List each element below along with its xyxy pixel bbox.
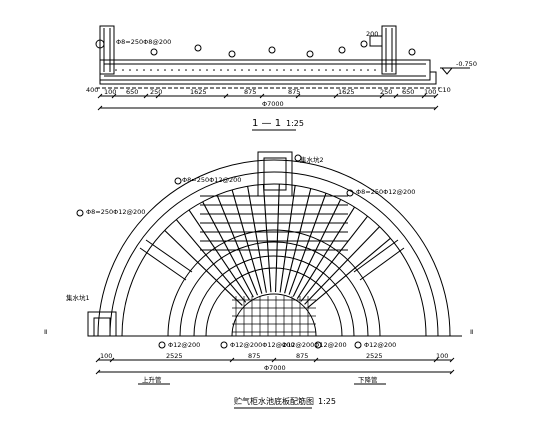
section-rebar-label: Φ8=250Φ8@200 [116, 38, 171, 46]
center-grid [232, 296, 316, 336]
outer-arc [97, 159, 451, 337]
total-dim-text: Φ7000 [262, 100, 284, 108]
callout-circle [306, 50, 314, 58]
callout-circle [408, 48, 416, 56]
callout-circle [194, 44, 202, 52]
callout-circle [360, 40, 368, 48]
bar-label-right: Φ12@200 [364, 341, 396, 349]
section-scale: 1:25 [286, 119, 304, 128]
dim-text: 650 [126, 88, 138, 96]
callout-circle [150, 48, 158, 56]
callout-circle [228, 50, 236, 58]
tag-left: 上升管 [142, 375, 162, 384]
dim-text: 875 [288, 88, 300, 96]
dim-text: 1625 [190, 88, 207, 96]
c10-label: C10 [438, 86, 451, 94]
tag-right: 下降管 [358, 375, 378, 384]
callout-group [95, 39, 416, 58]
dim-text: 250 [150, 88, 162, 96]
left-pit-note: 集水坑1 [66, 293, 90, 302]
plan-dim-text: 875 [248, 352, 260, 360]
dim-200-label: 200 [366, 30, 378, 38]
plan-title: 贮气柜水池底板配筋图 [234, 396, 314, 406]
base-slab [99, 59, 431, 81]
callout-circle [346, 189, 354, 197]
callout-circle [174, 177, 182, 185]
plan-total-dim: Φ7000 [264, 364, 286, 372]
radial-rebars [164, 184, 391, 309]
section-title: 1 — 1 [252, 118, 281, 129]
rebar-label-right: Φ8=250Φ12@200 [356, 188, 415, 196]
left-pit [87, 311, 117, 337]
rebar-label-top: Φ8=250Φ12@200 [182, 176, 241, 184]
section-view: -0.750 C10 200 400 Φ8=250Φ8@200 100 650 … [86, 25, 477, 131]
dim-text: 1625 [338, 88, 355, 96]
slab-hatch [115, 69, 376, 71]
callout-circle [95, 39, 105, 49]
callout-circle [76, 209, 84, 217]
bar-label-left: Φ12@200 [168, 341, 200, 349]
plan-dim-text: 875 [296, 352, 308, 360]
top-pit-note: 集水坑2 [300, 155, 324, 164]
plan-scale: 1:25 [318, 397, 336, 406]
callout-circle [338, 46, 346, 54]
axis-marker-left: Ⅱ [44, 328, 47, 336]
callout-circle [294, 154, 302, 162]
dim-text: 100 [104, 88, 116, 96]
plan-view: 集水坑2 集水坑1 Φ8=250Φ12@200 Φ8=250Φ12@200 Φ8… [44, 151, 473, 409]
dim-text: 875 [244, 88, 256, 96]
plan-dim-text: 100 [436, 352, 448, 360]
plan-dim-text: 2525 [366, 352, 383, 360]
elevation-label: -0.750 [456, 60, 477, 68]
dim-400-label: 400 [86, 86, 98, 94]
left-wall [99, 25, 115, 75]
plan-dim-text: 2525 [166, 352, 183, 360]
dim-text: 100 [424, 88, 436, 96]
right-wall [381, 25, 397, 75]
dim-text: 250 [380, 88, 392, 96]
dim-text: 650 [402, 88, 414, 96]
bar-label-c2: Φ12@200Φ12@200 [282, 341, 347, 349]
axis-marker-right: Ⅱ [470, 328, 473, 336]
plan-dim-text: 100 [100, 352, 112, 360]
rebar-label-left: Φ8=250Φ12@200 [86, 208, 145, 216]
top-pit [257, 151, 293, 197]
bar-label-c1: Φ12@200Φ12@200 [230, 341, 295, 349]
callout-circle [268, 46, 276, 54]
